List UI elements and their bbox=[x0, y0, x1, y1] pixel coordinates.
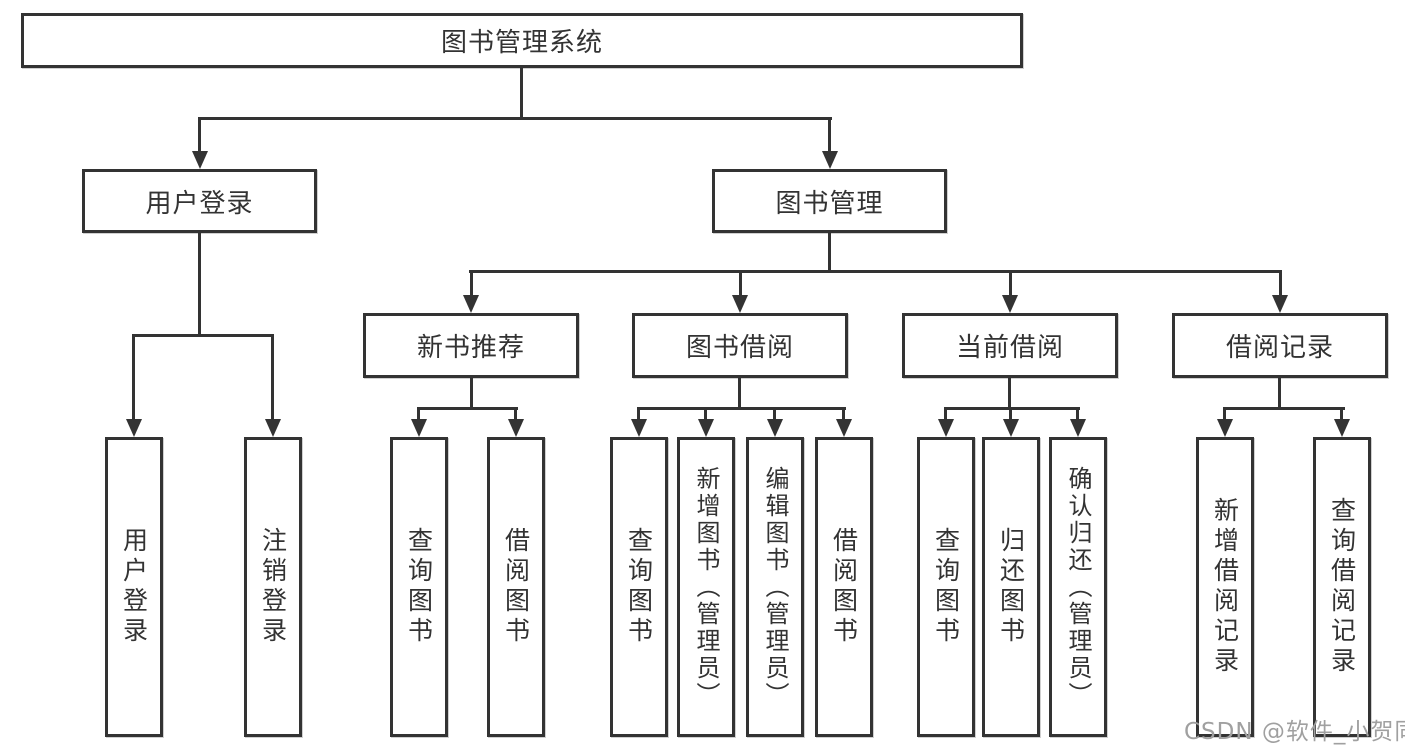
arrow-down-icon bbox=[822, 151, 838, 169]
connector-level3-branch bbox=[469, 270, 1282, 273]
leaf-query-book-recommend-label: 查询图书 bbox=[404, 527, 434, 647]
connector-leaf-stub bbox=[1076, 407, 1079, 423]
connector-new-book-recommend-stem bbox=[470, 378, 473, 410]
arrow-down-icon bbox=[1070, 419, 1086, 437]
connector-leaf-stub bbox=[417, 407, 420, 423]
arrow-down-icon bbox=[126, 419, 142, 437]
connector-leaf-stub bbox=[704, 407, 707, 423]
leaf-return-book: 归还图书 bbox=[982, 437, 1040, 737]
connector-to-book-management bbox=[828, 117, 831, 155]
connector-leaf-stub bbox=[1223, 407, 1226, 423]
leaf-return-book-label: 归还图书 bbox=[996, 527, 1026, 647]
connector-leaf-stub bbox=[514, 407, 517, 423]
leaf-query-book-borrow: 查询图书 bbox=[610, 437, 668, 737]
leaf-borrow-book-recommend-label: 借阅图书 bbox=[501, 527, 531, 647]
connector-user-login-branch bbox=[132, 334, 274, 337]
leaf-query-borrow-record: 查询借阅记录 bbox=[1313, 437, 1371, 737]
connector-to-leaf-user-login bbox=[132, 334, 135, 422]
arrow-down-icon bbox=[1334, 419, 1350, 437]
node-borrow-records: 借阅记录 bbox=[1172, 313, 1388, 378]
connector-new-book-recommend-branch bbox=[417, 407, 518, 410]
node-root-label: 图书管理系统 bbox=[440, 28, 603, 58]
connector-to-book-borrow bbox=[739, 270, 742, 298]
leaf-query-borrow-record-label: 查询借阅记录 bbox=[1327, 497, 1357, 677]
watermark: CSDN @软件_小贺同学 bbox=[1184, 719, 1405, 745]
arrow-down-icon bbox=[767, 419, 783, 437]
node-user-login: 用户登录 bbox=[82, 169, 317, 233]
node-borrow-records-label: 借阅记录 bbox=[1225, 333, 1334, 363]
leaf-add-borrow-record-label: 新增借阅记录 bbox=[1210, 497, 1240, 677]
connector-book-borrow-branch bbox=[637, 407, 846, 410]
connector-root-stem bbox=[520, 68, 523, 118]
connector-level1-branch bbox=[198, 117, 832, 120]
connector-leaf-stub bbox=[944, 407, 947, 423]
leaf-query-book-borrow-label: 查询图书 bbox=[624, 527, 654, 647]
connector-current-borrow-stem bbox=[1008, 378, 1011, 410]
arrow-down-icon bbox=[836, 419, 852, 437]
leaf-user-login: 用户登录 bbox=[105, 437, 163, 737]
leaf-borrow-book-label: 借阅图书 bbox=[829, 527, 859, 647]
arrow-down-icon bbox=[732, 295, 748, 313]
connector-leaf-stub bbox=[1340, 407, 1343, 423]
connector-leaf-stub bbox=[637, 407, 640, 423]
arrow-down-icon bbox=[631, 419, 647, 437]
connector-user-login-stem bbox=[198, 233, 201, 335]
node-new-book-recommend: 新书推荐 bbox=[363, 313, 579, 378]
connector-leaf-stub bbox=[1009, 407, 1012, 423]
leaf-query-book-current: 查询图书 bbox=[917, 437, 975, 737]
leaf-query-book-recommend: 查询图书 bbox=[390, 437, 448, 737]
node-current-borrow-label: 当前借阅 bbox=[955, 333, 1064, 363]
leaf-edit-book-admin: 编辑图书（管理员） bbox=[746, 437, 804, 737]
arrow-down-icon bbox=[698, 419, 714, 437]
leaf-query-book-current-label: 查询图书 bbox=[931, 527, 961, 647]
arrow-down-icon bbox=[1002, 295, 1018, 313]
node-current-borrow: 当前借阅 bbox=[902, 313, 1118, 378]
leaf-add-book-admin: 新增图书（管理员） bbox=[677, 437, 735, 737]
arrow-down-icon bbox=[1003, 419, 1019, 437]
leaf-add-borrow-record: 新增借阅记录 bbox=[1196, 437, 1254, 737]
leaf-logout: 注销登录 bbox=[244, 437, 302, 737]
connector-book-borrow-stem bbox=[738, 378, 741, 410]
node-user-login-label: 用户登录 bbox=[145, 188, 254, 219]
arrow-down-icon bbox=[265, 419, 281, 437]
arrow-down-icon bbox=[1272, 295, 1288, 313]
leaf-confirm-return-admin: 确认归还（管理员） bbox=[1049, 437, 1107, 737]
connector-borrow-records-branch bbox=[1223, 407, 1345, 410]
connector-to-leaf-logout bbox=[271, 334, 274, 422]
leaf-add-book-admin-label: 新增图书（管理员） bbox=[692, 465, 720, 709]
node-book-management: 图书管理 bbox=[712, 169, 947, 233]
node-root: 图书管理系统 bbox=[21, 13, 1023, 68]
connector-to-new-book-recommend bbox=[470, 270, 473, 298]
leaf-user-login-label: 用户登录 bbox=[119, 527, 149, 647]
connector-book-management-stem bbox=[828, 233, 831, 273]
leaf-logout-label: 注销登录 bbox=[258, 527, 288, 647]
node-book-management-label: 图书管理 bbox=[775, 188, 884, 219]
node-book-borrow-label: 图书借阅 bbox=[685, 333, 794, 363]
connector-leaf-stub bbox=[842, 407, 845, 423]
connector-current-borrow-branch bbox=[944, 407, 1080, 410]
arrow-down-icon bbox=[938, 419, 954, 437]
arrow-down-icon bbox=[463, 295, 479, 313]
connector-borrow-records-stem bbox=[1278, 378, 1281, 410]
connector-to-current-borrow bbox=[1009, 270, 1012, 298]
node-book-borrow: 图书借阅 bbox=[632, 313, 848, 378]
leaf-edit-book-admin-label: 编辑图书（管理员） bbox=[761, 465, 789, 709]
leaf-confirm-return-admin-label: 确认归还（管理员） bbox=[1064, 465, 1092, 709]
arrow-down-icon bbox=[508, 419, 524, 437]
arrow-down-icon bbox=[192, 151, 208, 169]
leaf-borrow-book: 借阅图书 bbox=[815, 437, 873, 737]
leaf-borrow-book-recommend: 借阅图书 bbox=[487, 437, 545, 737]
connector-leaf-stub bbox=[773, 407, 776, 423]
node-new-book-recommend-label: 新书推荐 bbox=[416, 333, 525, 363]
connector-to-user-login bbox=[198, 117, 201, 155]
connector-to-borrow-records bbox=[1279, 270, 1282, 298]
arrow-down-icon bbox=[1217, 419, 1233, 437]
arrow-down-icon bbox=[411, 419, 427, 437]
